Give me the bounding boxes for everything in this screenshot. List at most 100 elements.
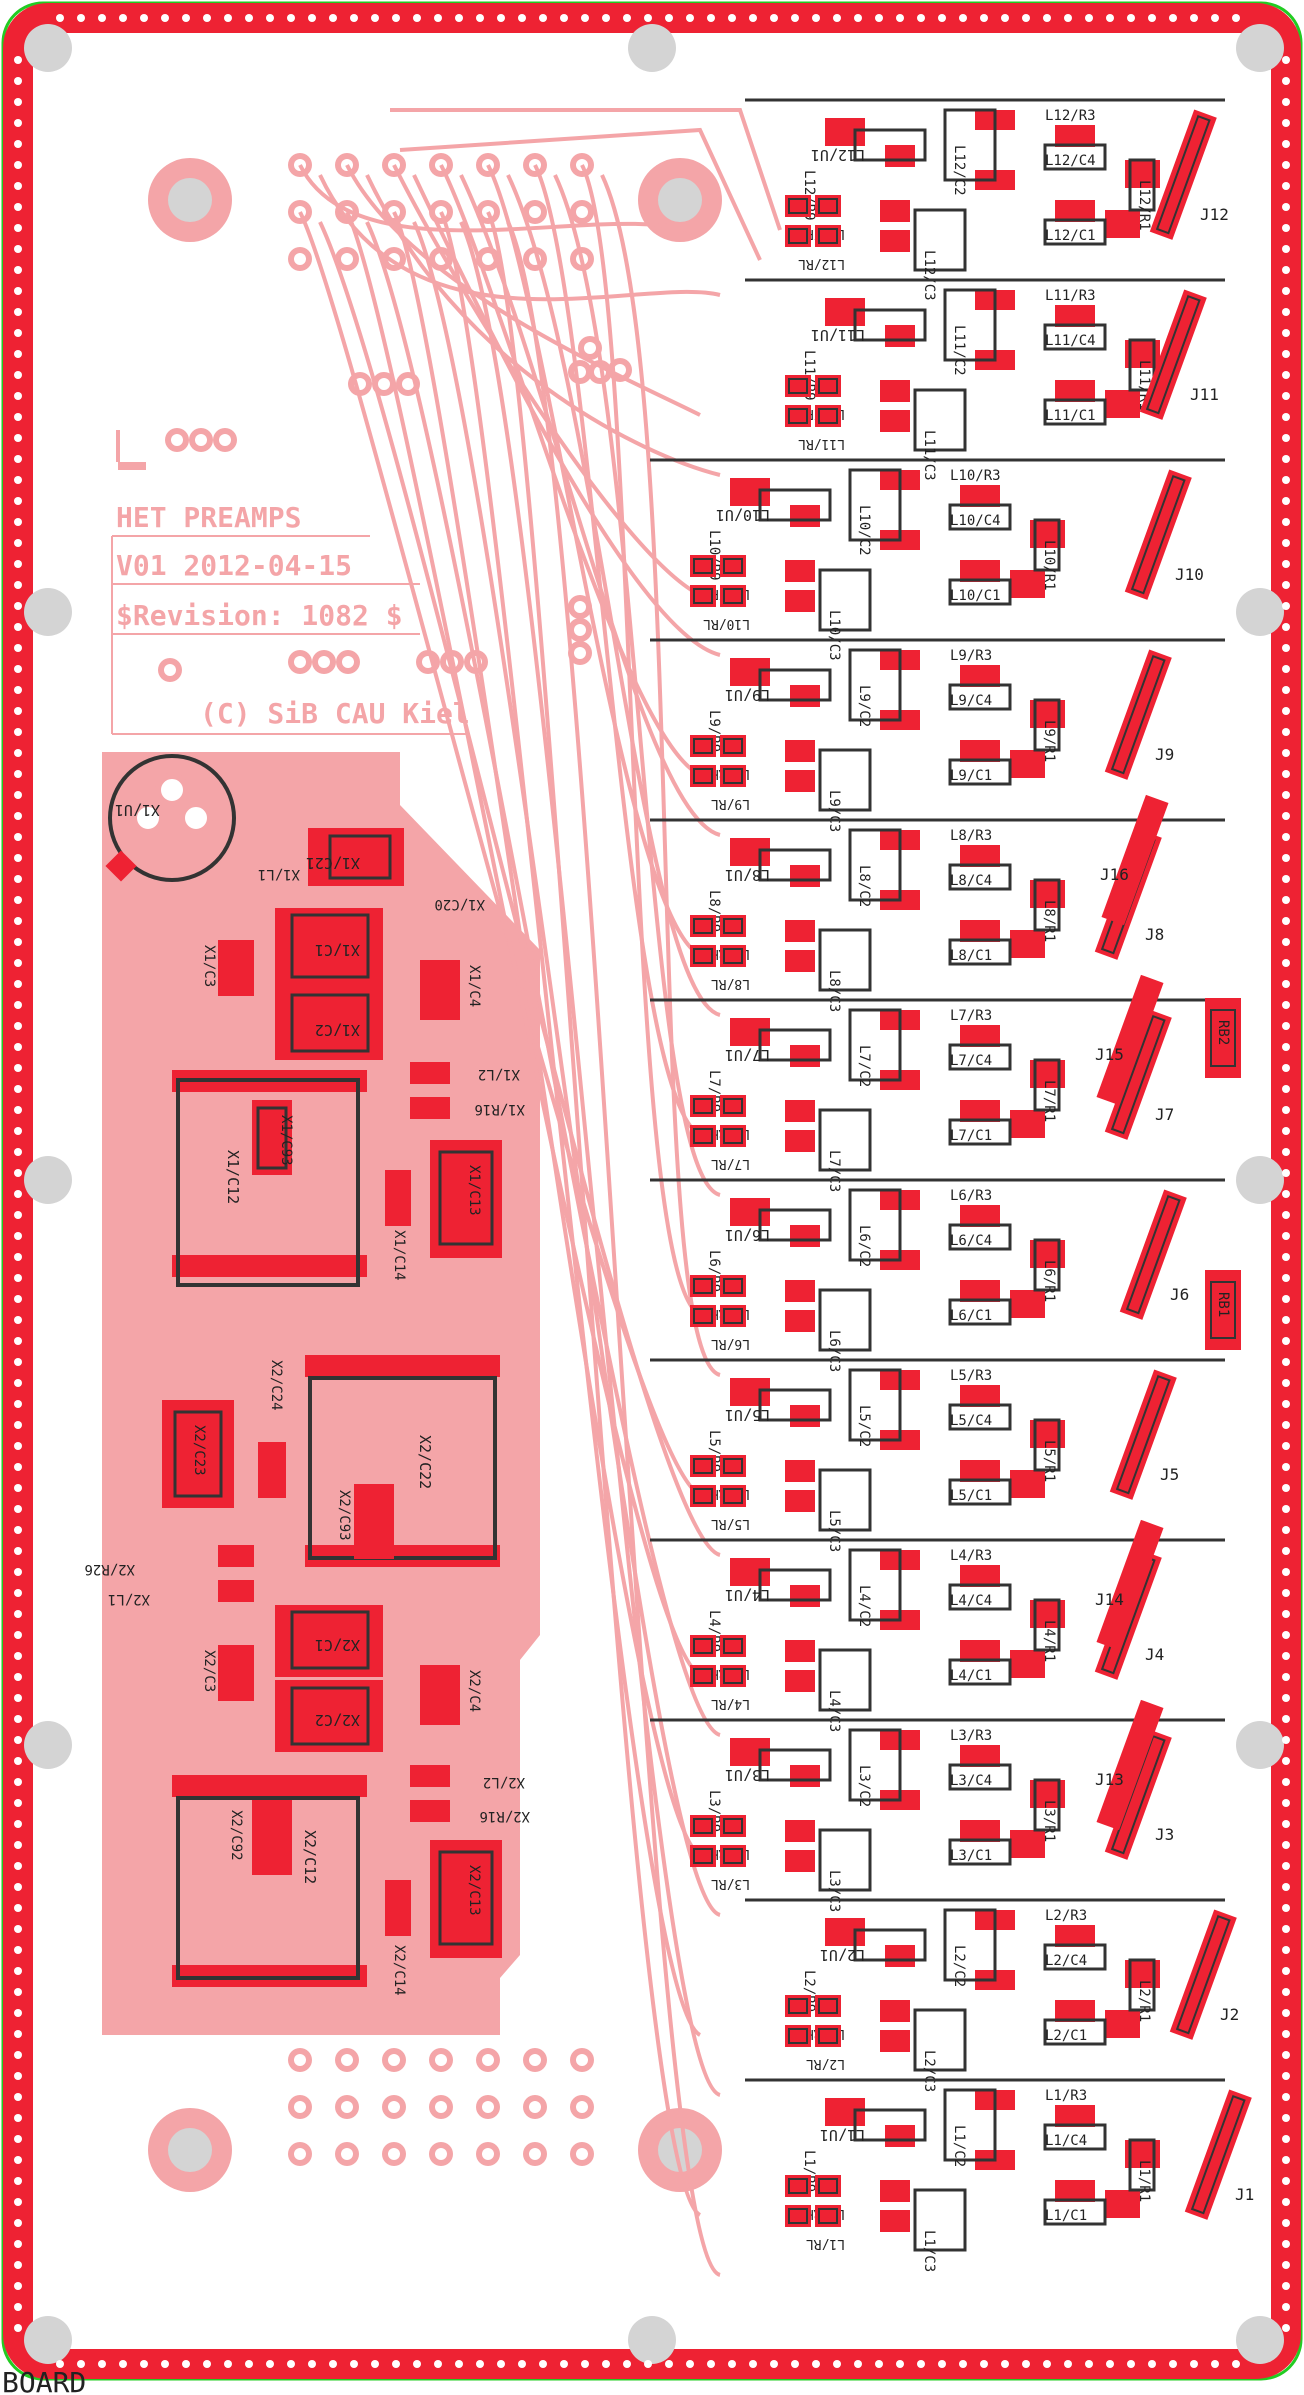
trace	[533, 164, 702, 1137]
frame-via	[161, 2360, 169, 2368]
package-outline	[758, 1028, 832, 1062]
frame-via	[791, 2360, 799, 2368]
pad-drill	[341, 2148, 353, 2160]
frame-via	[875, 2360, 883, 2368]
pad-drill	[584, 342, 596, 354]
frame-via	[1282, 2093, 1290, 2101]
component-label: L12/C4	[1045, 153, 1096, 169]
channel-l9: L9/U1L9/R9L9/C2L9/C3L9/C1L9/C4L9/R3L9/R1…	[650, 638, 1225, 832]
resistor-pad	[1010, 1470, 1045, 1498]
frame-via	[1211, 2360, 1219, 2368]
frame-via	[14, 1127, 22, 1135]
component-label: L3/C3	[826, 1870, 842, 1912]
inductor-body	[290, 913, 370, 979]
frame-via	[728, 14, 736, 22]
package-outline	[758, 1748, 832, 1782]
package-outline	[818, 1288, 872, 1352]
resistor-pad	[960, 1745, 1000, 1767]
pad-drill	[195, 434, 207, 446]
frame-via	[14, 2072, 22, 2080]
jumper-label: J15	[1095, 1045, 1124, 1064]
frame-via	[1282, 350, 1290, 358]
smd-pad	[785, 1995, 811, 2017]
resistor-pad	[730, 1738, 770, 1766]
frame-via	[14, 623, 22, 631]
regulator-pin	[179, 801, 213, 835]
smd-body	[723, 768, 743, 784]
frame-via	[14, 2219, 22, 2227]
frame-via	[1282, 1043, 1290, 1051]
resistor-label: RB1	[1215, 1292, 1231, 1317]
frame-via	[497, 2360, 505, 2368]
jumper-outline	[1155, 114, 1211, 235]
component-label: L6/C1	[950, 1308, 992, 1324]
frame-via	[1169, 2360, 1177, 2368]
package-outline	[818, 1648, 872, 1712]
component-label: L1/C4	[1045, 2133, 1087, 2149]
resistor-pad	[825, 1918, 865, 1946]
resistor-pad	[785, 1640, 815, 1662]
pad-drill	[294, 2148, 306, 2160]
frame-via	[14, 1379, 22, 1387]
resistor-pad	[785, 740, 815, 762]
capacitor-pad	[252, 1800, 292, 1875]
component-label: L9/C2	[856, 685, 872, 727]
capacitor-pad	[430, 1140, 502, 1258]
component-label: X2/C3	[201, 1650, 217, 1692]
smd-body	[693, 1848, 713, 1864]
component-label: L4/R1	[1041, 1620, 1057, 1662]
channel-l10: L10/U1L10/R9L10/C2L10/C3L10/C1L10/C4L10/…	[650, 458, 1225, 661]
frame-via	[119, 14, 127, 22]
package-outline	[948, 863, 1012, 891]
jumper-outline	[1175, 1914, 1231, 2035]
smd-body	[693, 1098, 713, 1114]
component-label: X1/C14	[391, 1230, 407, 1281]
frame-via	[14, 1022, 22, 1030]
frame-via	[14, 1547, 22, 1555]
frame-via	[623, 14, 631, 22]
frame-via	[14, 413, 22, 421]
package-outline	[818, 748, 872, 812]
package-outline	[1128, 2138, 1156, 2192]
smd-pad	[720, 1815, 746, 1837]
resistor-pad	[880, 2000, 910, 2022]
component-label: X1/C21	[306, 854, 360, 872]
smd-pad	[720, 1635, 746, 1657]
frame-via	[14, 875, 22, 883]
frame-via	[14, 560, 22, 568]
frame-via	[1282, 371, 1290, 379]
frame-via	[14, 1526, 22, 1534]
title-line2: V01 2012-04-15	[116, 549, 352, 582]
smd-pad	[720, 585, 746, 607]
frame-hole	[1236, 2316, 1284, 2364]
package-outline	[853, 128, 927, 162]
resistor-pad	[1105, 390, 1140, 418]
component-label: L10/R1	[1041, 540, 1057, 591]
frame-via	[14, 2282, 22, 2290]
frame-via	[14, 287, 22, 295]
component-label: L9/C1	[950, 768, 992, 784]
resistor-pad	[790, 505, 820, 527]
resistor-pad	[960, 920, 1000, 942]
resistor-pad	[790, 865, 820, 887]
jumper-pad	[1104, 1009, 1172, 1140]
resistor-pad	[410, 1097, 450, 1119]
frame-via	[1282, 2114, 1290, 2122]
resistor-pad	[218, 1545, 254, 1567]
resistor-pad	[790, 685, 820, 707]
trace	[412, 221, 721, 1917]
frame-via	[749, 14, 757, 22]
jumper-j12	[1149, 109, 1217, 240]
component-label: L5/RL	[711, 1516, 750, 1531]
package-outline	[913, 2008, 967, 2072]
package-outline	[848, 468, 902, 542]
component-label: X2/C92	[228, 1810, 244, 1861]
component-label: L9/R3	[950, 648, 992, 664]
frame-hole	[24, 1721, 72, 1769]
resistor-pad	[730, 658, 770, 686]
jumper-outline	[1190, 2094, 1246, 2215]
frame-via	[14, 812, 22, 820]
smd-pad	[720, 945, 746, 967]
component-label: L4/U1	[725, 1586, 770, 1604]
